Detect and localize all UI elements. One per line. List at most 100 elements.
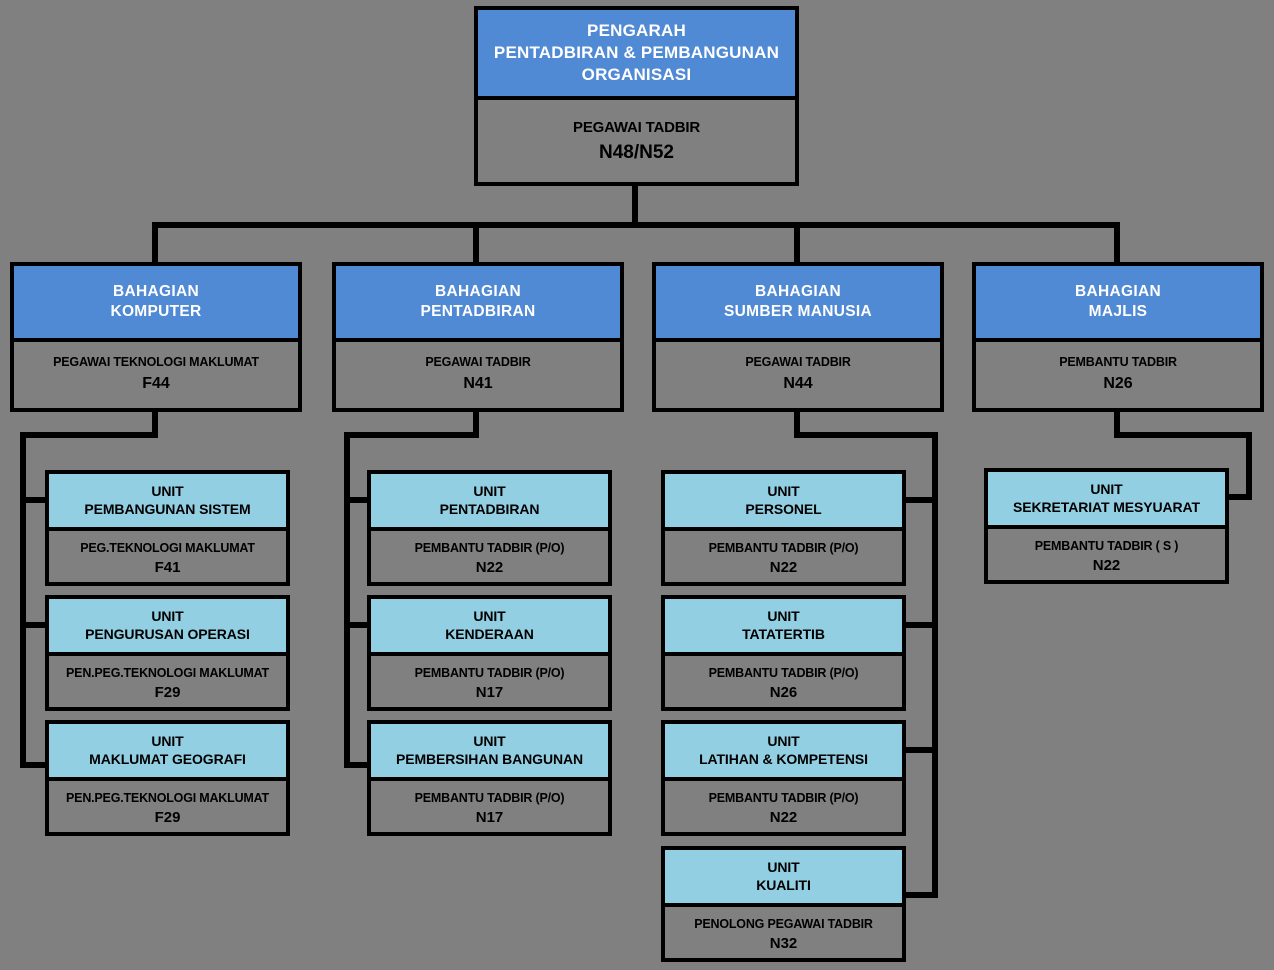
node-division-pentadbiran[interactable]: BAHAGIAN PENTADBIRAN PEGAWAI TADBIR N41: [332, 262, 624, 412]
node-unit-maklumat-geografi-body: PEN.PEG.TEKNOLOGI MAKLUMAT F29: [49, 781, 286, 836]
node-division-pentadbiran-role: PEGAWAI TADBIR: [425, 355, 531, 370]
node-director[interactable]: PENGARAH PENTADBIRAN & PEMBANGUNAN ORGAN…: [474, 6, 799, 186]
node-director-title-line1: PENGARAH: [587, 21, 686, 41]
node-division-sumber-manusia-role: PEGAWAI TADBIR: [745, 355, 851, 370]
node-unit-pentadbiran-title-line1: UNIT: [473, 482, 506, 499]
node-unit-kualiti-role: PENOLONG PEGAWAI TADBIR: [694, 916, 873, 931]
node-unit-personel-role: PEMBANTU TADBIR (P/O): [708, 540, 859, 555]
connector-div1-stub-3: [20, 762, 50, 768]
connector-div2-trunk: [344, 432, 350, 768]
node-unit-pengurusan-operasi-header: UNIT PENGURUSAN OPERASI: [49, 599, 286, 656]
node-division-majlis-role: PEMBANTU TADBIR: [1059, 355, 1177, 370]
node-unit-kualiti-title-line1: UNIT: [767, 858, 800, 875]
node-unit-pembersihan-bangunan[interactable]: UNIT PEMBERSIHAN BANGUNAN PEMBANTU TADBI…: [367, 720, 612, 836]
node-unit-tatatertib-title-line1: UNIT: [767, 607, 800, 624]
node-unit-sekretariat-mesyuarat-body: PEMBANTU TADBIR ( S ) N22: [988, 529, 1225, 584]
connector-drop-division-3: [794, 222, 800, 266]
node-unit-pentadbiran-grade: N22: [475, 558, 504, 576]
node-unit-sekretariat-mesyuarat-title-line1: UNIT: [1090, 480, 1123, 497]
node-unit-pengurusan-operasi-title-line1: UNIT: [151, 607, 184, 624]
node-unit-tatatertib[interactable]: UNIT TATATERTIB PEMBANTU TADBIR (P/O) N2…: [661, 595, 906, 711]
node-division-majlis-header: BAHAGIAN MAJLIS: [976, 266, 1260, 342]
node-division-majlis[interactable]: BAHAGIAN MAJLIS PEMBANTU TADBIR N26: [972, 262, 1264, 412]
node-unit-latihan-kompetensi-grade: N22: [769, 808, 798, 826]
node-unit-pembangunan-sistem[interactable]: UNIT PEMBANGUNAN SISTEM PEG.TEKNOLOGI MA…: [45, 470, 290, 586]
node-unit-latihan-kompetensi[interactable]: UNIT LATIHAN & KOMPETENSI PEMBANTU TADBI…: [661, 720, 906, 836]
node-director-header: PENGARAH PENTADBIRAN & PEMBANGUNAN ORGAN…: [478, 10, 795, 100]
node-unit-personel-title-line2: PERSONEL: [745, 500, 822, 517]
node-unit-kenderaan[interactable]: UNIT KENDERAAN PEMBANTU TADBIR (P/O) N17: [367, 595, 612, 711]
node-unit-personel-title-line1: UNIT: [767, 482, 800, 499]
connector-div2-stub-1: [344, 497, 374, 503]
node-unit-pengurusan-operasi-grade: F29: [154, 683, 181, 701]
connector-drop-division-4: [1114, 222, 1120, 266]
node-unit-personel[interactable]: UNIT PERSONEL PEMBANTU TADBIR (P/O) N22: [661, 470, 906, 586]
connector-div3-elbow: [794, 432, 938, 438]
node-division-pentadbiran-grade: N41: [463, 374, 493, 392]
node-unit-pembangunan-sistem-role: PEG.TEKNOLOGI MAKLUMAT: [80, 540, 255, 555]
node-unit-pembangunan-sistem-title-line1: UNIT: [151, 482, 184, 499]
node-unit-sekretariat-mesyuarat-grade: N22: [1092, 556, 1121, 574]
node-unit-pembangunan-sistem-grade: F41: [154, 558, 181, 576]
node-unit-pentadbiran-title-line2: PENTADBIRAN: [439, 500, 540, 517]
node-unit-pembangunan-sistem-header: UNIT PEMBANGUNAN SISTEM: [49, 474, 286, 531]
node-unit-kenderaan-body: PEMBANTU TADBIR (P/O) N17: [371, 656, 608, 711]
node-director-title-line2: PENTADBIRAN & PEMBANGUNAN: [493, 43, 780, 63]
node-unit-pengurusan-operasi-role: PEN.PEG.TEKNOLOGI MAKLUMAT: [66, 665, 269, 680]
node-unit-sekretariat-mesyuarat-title-line2: SEKRETARIAT MESYUARAT: [1013, 498, 1200, 515]
node-division-komputer-role: PEGAWAI TEKNOLOGI MAKLUMAT: [53, 355, 259, 370]
node-division-komputer[interactable]: BAHAGIAN KOMPUTER PEGAWAI TEKNOLOGI MAKL…: [10, 262, 302, 412]
node-division-komputer-header: BAHAGIAN KOMPUTER: [14, 266, 298, 342]
node-unit-maklumat-geografi[interactable]: UNIT MAKLUMAT GEOGRAFI PEN.PEG.TEKNOLOGI…: [45, 720, 290, 836]
node-division-pentadbiran-title-line1: BAHAGIAN: [435, 283, 521, 301]
node-director-grade: N48/N52: [599, 142, 674, 164]
node-division-pentadbiran-header: BAHAGIAN PENTADBIRAN: [336, 266, 620, 342]
node-director-body: PEGAWAI TADBIR N48/N52: [478, 100, 795, 184]
node-division-majlis-title-line2: MAJLIS: [1088, 303, 1148, 320]
node-unit-kualiti[interactable]: UNIT KUALITI PENOLONG PEGAWAI TADBIR N32: [661, 846, 906, 962]
node-division-sumber-manusia-grade: N44: [783, 374, 813, 392]
node-unit-sekretariat-mesyuarat-role: PEMBANTU TADBIR ( S ): [1034, 538, 1179, 553]
connector-drop-division-2: [473, 222, 479, 266]
node-unit-pengurusan-operasi-body: PEN.PEG.TEKNOLOGI MAKLUMAT F29: [49, 656, 286, 711]
node-unit-pembersihan-bangunan-header: UNIT PEMBERSIHAN BANGUNAN: [371, 724, 608, 781]
node-unit-latihan-kompetensi-title-line2: LATIHAN & KOMPETENSI: [699, 750, 868, 767]
connector-drop-division-1: [152, 222, 158, 266]
node-unit-pengurusan-operasi-title-line2: PENGURUSAN OPERASI: [85, 625, 250, 642]
node-unit-latihan-kompetensi-body: PEMBANTU TADBIR (P/O) N22: [665, 781, 902, 836]
node-unit-pembangunan-sistem-title-line2: PEMBANGUNAN SISTEM: [84, 500, 251, 517]
node-unit-pentadbiran-role: PEMBANTU TADBIR (P/O): [414, 540, 565, 555]
node-division-sumber-manusia[interactable]: BAHAGIAN SUMBER MANUSIA PEGAWAI TADBIR N…: [652, 262, 944, 412]
node-unit-maklumat-geografi-header: UNIT MAKLUMAT GEOGRAFI: [49, 724, 286, 781]
node-unit-kualiti-title-line2: KUALITI: [756, 876, 811, 893]
node-unit-pengurusan-operasi[interactable]: UNIT PENGURUSAN OPERASI PEN.PEG.TEKNOLOG…: [45, 595, 290, 711]
node-unit-maklumat-geografi-title-line1: UNIT: [151, 732, 184, 749]
connector-div2-stem: [473, 412, 479, 438]
connector-div1-trunk: [20, 432, 26, 768]
node-division-pentadbiran-title-line2: PENTADBIRAN: [420, 303, 536, 320]
node-unit-pembangunan-sistem-body: PEG.TEKNOLOGI MAKLUMAT F41: [49, 531, 286, 586]
connector-div4-stem: [1114, 412, 1120, 438]
node-unit-tatatertib-grade: N26: [769, 683, 798, 701]
node-unit-kenderaan-grade: N17: [475, 683, 504, 701]
connector-div1-stem: [152, 412, 158, 438]
node-unit-maklumat-geografi-grade: F29: [154, 808, 181, 826]
node-unit-maklumat-geografi-title-line2: MAKLUMAT GEOGRAFI: [89, 750, 246, 767]
node-unit-latihan-kompetensi-title-line1: UNIT: [767, 732, 800, 749]
connector-div1-elbow: [20, 432, 158, 438]
connector-div1-stub-1: [20, 497, 50, 503]
node-unit-pentadbiran[interactable]: UNIT PENTADBIRAN PEMBANTU TADBIR (P/O) N…: [367, 470, 612, 586]
node-unit-sekretariat-mesyuarat[interactable]: UNIT SEKRETARIAT MESYUARAT PEMBANTU TADB…: [984, 468, 1229, 584]
node-division-pentadbiran-body: PEGAWAI TADBIR N41: [336, 342, 620, 407]
connector-div2-stub-2: [344, 622, 374, 628]
node-division-sumber-manusia-body: PEGAWAI TADBIR N44: [656, 342, 940, 407]
node-director-title-line3: ORGANISASI: [581, 64, 692, 84]
node-unit-kenderaan-header: UNIT KENDERAAN: [371, 599, 608, 656]
node-unit-personel-grade: N22: [769, 558, 798, 576]
node-unit-kualiti-body: PENOLONG PEGAWAI TADBIR N32: [665, 907, 902, 962]
node-director-role: PEGAWAI TADBIR: [573, 118, 700, 136]
node-division-majlis-body: PEMBANTU TADBIR N26: [976, 342, 1260, 407]
node-unit-pentadbiran-body: PEMBANTU TADBIR (P/O) N22: [371, 531, 608, 586]
node-unit-kenderaan-title-line2: KENDERAAN: [445, 625, 534, 642]
connector-root-stem: [632, 180, 638, 228]
